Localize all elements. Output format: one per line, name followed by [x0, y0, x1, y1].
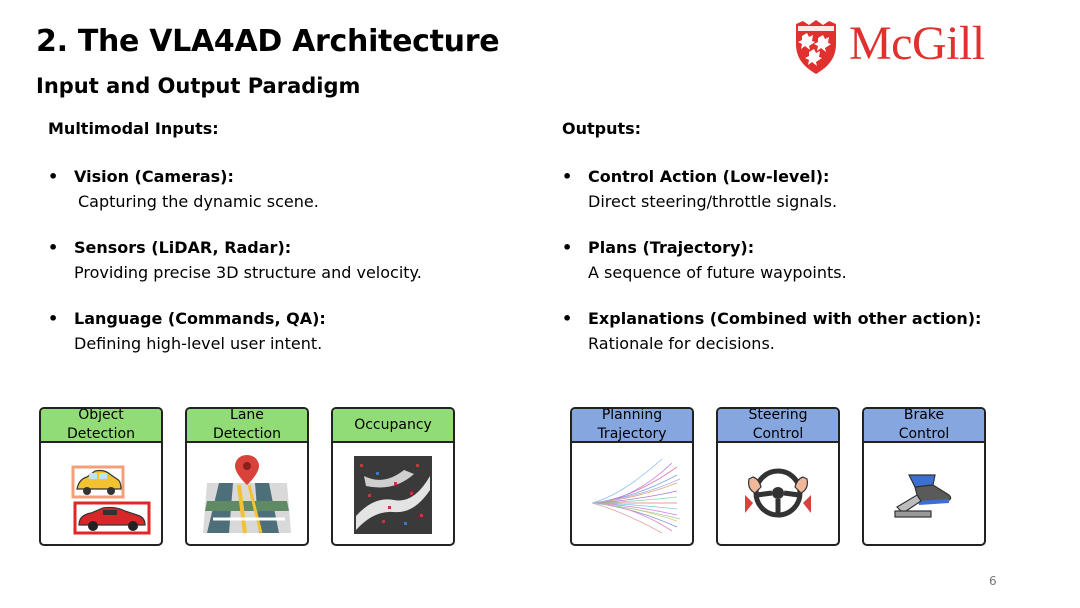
bullet-icon: •: [562, 238, 573, 257]
card-lane-detection: Lane Detection: [185, 407, 309, 546]
bullet-icon: •: [48, 309, 59, 328]
item-title: Plans (Trajectory):: [588, 238, 755, 257]
card-object-detection: Object Detection: [39, 407, 163, 546]
card-planning-trajectory: Planning Trajectory: [570, 407, 694, 546]
logo-text: McGill: [849, 17, 985, 70]
bullet-icon: •: [562, 309, 573, 328]
item-title: Language (Commands, QA):: [74, 309, 326, 328]
card-steering-control: Steering Control: [716, 407, 840, 546]
card-header: Object Detection: [41, 409, 161, 443]
card-label: Steering Control: [748, 407, 808, 442]
item-description: Rationale for decisions.: [588, 334, 775, 353]
item-description: A sequence of future waypoints.: [588, 263, 847, 282]
item-description: Direct steering/throttle signals.: [588, 192, 838, 211]
slide-title: 2. The VLA4AD Architecture: [36, 24, 500, 59]
item-description: Providing precise 3D structure and veloc…: [74, 263, 422, 282]
list-item: • Vision (Cameras): Capturing the dynami…: [48, 164, 518, 214]
bullet-icon: •: [48, 167, 59, 186]
bullet-icon: •: [48, 238, 59, 257]
item-title: Explanations (Combined with other action…: [588, 309, 982, 328]
card-image: [187, 445, 307, 544]
list-item: • Plans (Trajectory): A sequence of futu…: [562, 235, 1032, 285]
card-label: Lane Detection: [212, 407, 281, 442]
list-item: • Explanations (Combined with other acti…: [562, 306, 1032, 356]
card-header: Brake Control: [864, 409, 984, 443]
list-item: • Control Action (Low-level): Direct ste…: [562, 164, 1032, 214]
lane-map-icon: [203, 454, 291, 533]
card-header: Steering Control: [718, 409, 838, 443]
inputs-heading: Multimodal Inputs:: [48, 119, 219, 138]
card-image: [41, 445, 161, 544]
item-description: Defining high-level user intent.: [74, 334, 323, 353]
list-item: • Sensors (LiDAR, Radar): Providing prec…: [48, 235, 518, 285]
bullet-icon: •: [562, 167, 573, 186]
list-item: • Language (Commands, QA): Defining high…: [48, 306, 518, 356]
item-title: Sensors (LiDAR, Radar):: [74, 238, 292, 257]
occupancy-grid-icon: [354, 455, 432, 534]
card-label: Planning Trajectory: [597, 407, 667, 442]
item-title: Control Action (Low-level):: [588, 167, 830, 186]
page-number: 6: [989, 574, 997, 588]
slide-subtitle: Input and Output Paradigm: [36, 74, 361, 98]
item-description: Capturing the dynamic scene.: [78, 192, 319, 211]
inputs-list: • Vision (Cameras): Capturing the dynami…: [48, 164, 518, 377]
card-label: Brake Control: [898, 407, 950, 442]
card-image: [572, 445, 692, 544]
outputs-list: • Control Action (Low-level): Direct ste…: [562, 164, 1032, 377]
card-header: Occupancy: [333, 409, 453, 443]
trajectory-fan-icon: [591, 458, 681, 533]
card-label: Object Detection: [66, 407, 135, 442]
brake-pedal-icon: [894, 473, 952, 518]
outputs-heading: Outputs:: [562, 119, 642, 138]
card-image: [333, 445, 453, 544]
item-title: Vision (Cameras):: [74, 167, 234, 186]
card-brake-control: Brake Control: [862, 407, 986, 546]
card-header: Planning Trajectory: [572, 409, 692, 443]
object-detection-icon: [71, 465, 151, 534]
card-label: Occupancy: [354, 416, 432, 433]
card-occupancy: Occupancy: [331, 407, 455, 546]
card-image: [718, 445, 838, 544]
steering-wheel-icon: [745, 468, 811, 517]
mcgill-logo: McGill: [793, 16, 1033, 76]
mcgill-crest-icon: [796, 20, 836, 74]
card-header: Lane Detection: [187, 409, 307, 443]
card-image: [864, 445, 984, 544]
